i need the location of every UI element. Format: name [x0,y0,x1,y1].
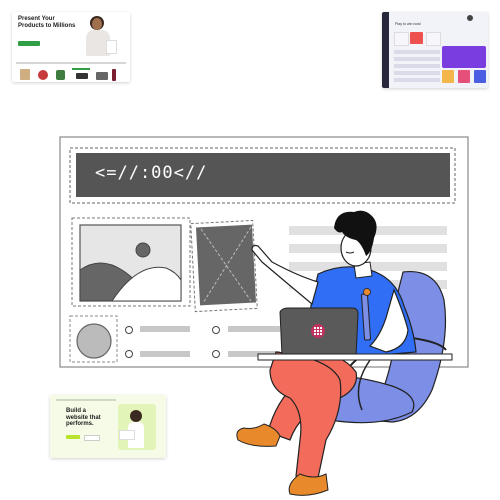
hair [334,210,377,256]
pen-arm [368,288,409,353]
crossed-placeholder [195,224,257,306]
option-label [140,326,190,332]
avatar-dashed-frame [69,315,118,363]
ecommerce-features-row [16,62,126,64]
radio-option [212,350,220,358]
dashboard-promo-card [394,32,409,46]
radio-option [212,326,220,334]
pointing-arm [251,244,319,306]
option-label [228,326,280,332]
dashboard-avatar [467,15,473,21]
website-thumbnail: Build a website that performs. [50,395,166,458]
shoe-back [236,423,281,447]
dashboard-list [394,50,440,86]
dashboard-game-tile-2 [458,70,470,83]
dashboard-thumbnail: Play to win now! [382,12,488,88]
crossed-placeholder-frame [190,219,258,313]
dashboard-game-tile-3 [474,70,486,83]
option-label [228,351,280,357]
header-bar [76,153,450,197]
mountain-light [111,266,182,302]
header-dashed-frame [69,147,456,204]
header-code-text: <=//:00<// [95,163,208,183]
radio-option [125,326,133,334]
avatar-placeholder [76,323,112,359]
website-headline: Build a website that performs. [66,408,101,427]
dashboard-game-banner [442,46,486,68]
option-label [140,351,190,357]
radio-option [125,350,133,358]
website-secondary-button [84,435,100,441]
ecommerce-product-row [16,67,126,81]
image-dashed-frame [71,217,191,307]
dashboard-game-tile [442,70,454,83]
ecommerce-cta-button [18,41,40,46]
ecommerce-headline: Present Your Products to Millions [18,16,76,29]
website-nav [56,399,116,401]
ecommerce-hero-photo [76,14,128,58]
dashboard-title: Play to win now! [395,22,421,26]
ecommerce-thumbnail: Present Your Products to Millions [12,12,130,82]
sun-icon [135,242,151,258]
dashboard-sidebar [382,12,389,88]
dashboard-stat-card-2 [426,32,441,46]
website-hero-photo [118,404,156,450]
desk-surface [257,353,453,361]
shoe-front [288,473,329,496]
website-cta-button [66,435,80,439]
dashboard-stat-card [410,32,423,44]
